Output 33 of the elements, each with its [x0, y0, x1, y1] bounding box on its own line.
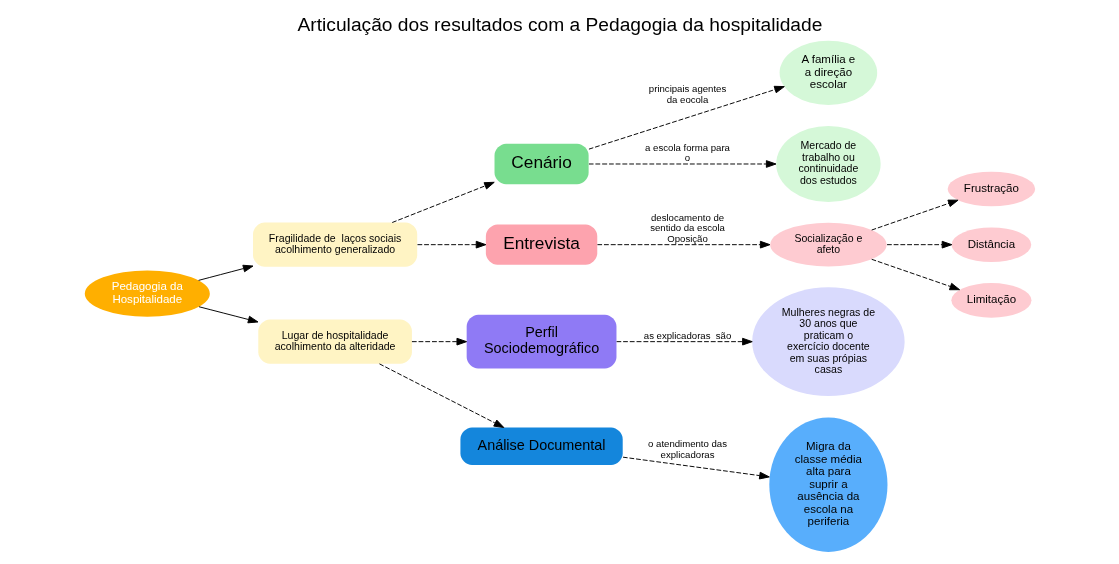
node-box: Entrevista [485, 224, 597, 265]
edge-label: as explicadoras são [643, 329, 731, 341]
arrow [197, 264, 253, 281]
node-ellipse: Pedagogia da Hospitalidade [84, 270, 210, 317]
node-box: Cenário [494, 143, 589, 185]
node-ellipse: Mercado de trabalho ou continuidade dos estudos [775, 125, 881, 203]
edge-label: a escola forma para o [644, 141, 730, 164]
node-ellipse: Migra da classe média alta para suprir a ausência da escola na periferia [768, 417, 887, 552]
node-ellipse: Mulheres negras de 30 anos que praticam o exercício docente em suas própias casas [751, 287, 905, 397]
arrow [410, 337, 467, 346]
diagram-title: Articulação dos resultados com a Pedagogia da hospitalidade [297, 14, 822, 36]
node-ellipse: Socialização e afeto [769, 222, 887, 267]
node-box: Perfil Sociodemográfico [466, 314, 616, 369]
arrow [378, 363, 504, 428]
node-box: Fragilidade de laços sociais acolhimento generalizado [252, 222, 417, 267]
arrow [886, 240, 952, 249]
arrow [198, 306, 258, 324]
arrow [587, 160, 776, 168]
arrow [587, 85, 785, 150]
arrow [870, 199, 959, 231]
arrow [416, 240, 486, 249]
node-ellipse: Distância [951, 227, 1031, 262]
arrow [596, 240, 770, 249]
node-ellipse: A família e a direção escolar [779, 40, 877, 105]
edge-label: principais agentes da eocola [648, 82, 726, 105]
edge-label: o atendimento das explicadoras [647, 438, 727, 460]
node-box: Análise Documental [459, 427, 623, 466]
node-box: Lugar de hospitalidade acolhimento da alteridade [257, 319, 412, 364]
arrow [870, 258, 960, 291]
arrow [622, 456, 770, 480]
arrow [615, 337, 753, 346]
arrow [391, 181, 495, 223]
edge-label: deslocamento de sentido da escola Oposição [649, 211, 725, 244]
